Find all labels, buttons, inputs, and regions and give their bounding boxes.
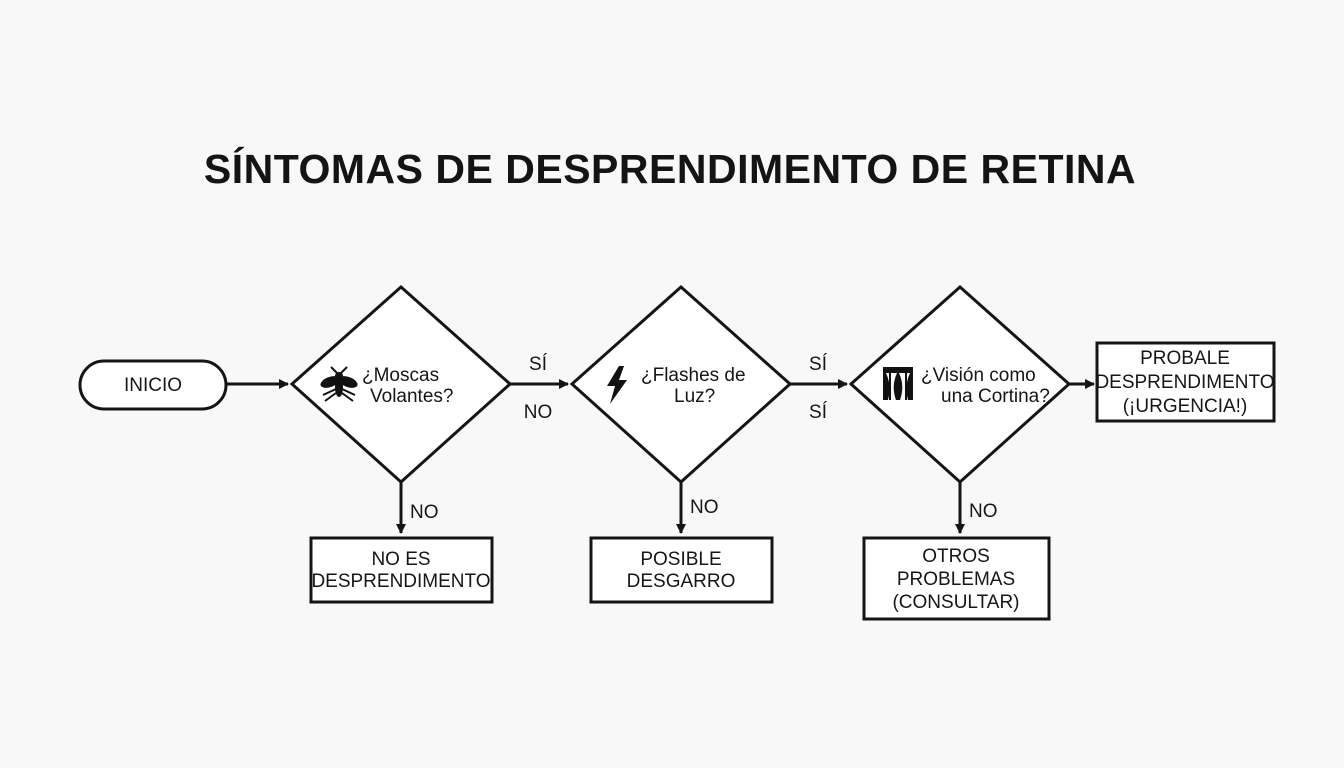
result-no-es-desprendimento-line-1: NO ES	[371, 549, 430, 570]
edge-q1-q2-yes-label: SÍ	[529, 354, 548, 375]
result-probable-desprendimento-line-1: PROBALE	[1140, 348, 1230, 369]
decision-vision-cortina-text: ¿Visión como	[921, 365, 1036, 386]
decision-flashes-de-luz-line-2: Luz?	[674, 386, 715, 407]
fly-icon	[320, 366, 358, 402]
decision-vision-cortina-line-2: una Cortina?	[941, 386, 1050, 407]
result-probable-desprendimento-line-2: DESPRENDIMENTO	[1095, 372, 1274, 393]
diagram-title: SÍNTOMAS DE DESPRENDIMENTO DE RETINA	[204, 146, 1136, 192]
edge-q1-result-no-label: NO	[410, 502, 439, 523]
result-otros-problemas-line-2: PROBLEMAS	[897, 569, 1015, 590]
decision-flashes-de-luz-text: ¿Flashes de	[641, 365, 746, 386]
decision-moscas-volantes-text-2: Volantes?	[370, 386, 453, 407]
edge-q2-result-no-label: NO	[690, 497, 719, 518]
result-otros-problemas-line-3: (CONSULTAR)	[892, 592, 1019, 613]
result-otros-problemas-line-1: OTROS	[922, 546, 990, 567]
lightning-icon	[607, 366, 627, 404]
result-probable-desprendimento: PROBALE DESPRENDIMENTO (¡URGENCIA!)	[1095, 341, 1276, 423]
result-probable-desprendimento-line-3: (¡URGENCIA!)	[1123, 396, 1248, 417]
result-posible-desgarro-line-2: DESGARRO	[627, 571, 736, 592]
edge-q1-q2-no-label: NO	[524, 402, 553, 423]
edge-q3-result-no-label: NO	[969, 501, 998, 522]
edge-q2-q3-yes-label: SÍ	[809, 354, 828, 375]
result-no-es-desprendimento: NO ES DESPRENDIMENTO	[309, 536, 494, 604]
curtain-icon	[883, 367, 913, 400]
result-posible-desgarro-line-1: POSIBLE	[640, 549, 721, 570]
result-posible-desgarro: POSIBLE DESGARRO	[589, 536, 774, 604]
decision-flashes-de-luz-line-1: ¿Flashes de	[641, 365, 746, 386]
decision-vision-cortina-line-1: ¿Visión como	[921, 365, 1036, 386]
decision-moscas-volantes-line-2: Volantes?	[370, 386, 453, 407]
start-node-label: INICIO	[124, 375, 182, 396]
edge-q2-q3-yes-label-2: SÍ	[809, 402, 828, 423]
result-no-es-desprendimento-line-2: DESPRENDIMENTO	[311, 571, 490, 592]
decision-moscas-volantes-line-1: ¿Moscas	[362, 365, 439, 386]
decision-flashes-de-luz-text-2: Luz?	[674, 386, 715, 407]
decision-flashes-de-luz: ¿Flashes de Luz?	[569, 284, 793, 485]
decision-moscas-volantes-text: ¿Moscas	[362, 365, 439, 386]
result-otros-problemas: OTROS PROBLEMAS (CONSULTAR)	[862, 536, 1051, 621]
decision-vision-cortina-text-2: una Cortina?	[941, 386, 1050, 407]
decision-moscas-volantes: ¿Moscas Volantes?	[289, 284, 513, 485]
start-node: INICIO	[78, 359, 228, 411]
decision-vision-cortina: ¿Visión como una Cortina?	[848, 284, 1072, 485]
